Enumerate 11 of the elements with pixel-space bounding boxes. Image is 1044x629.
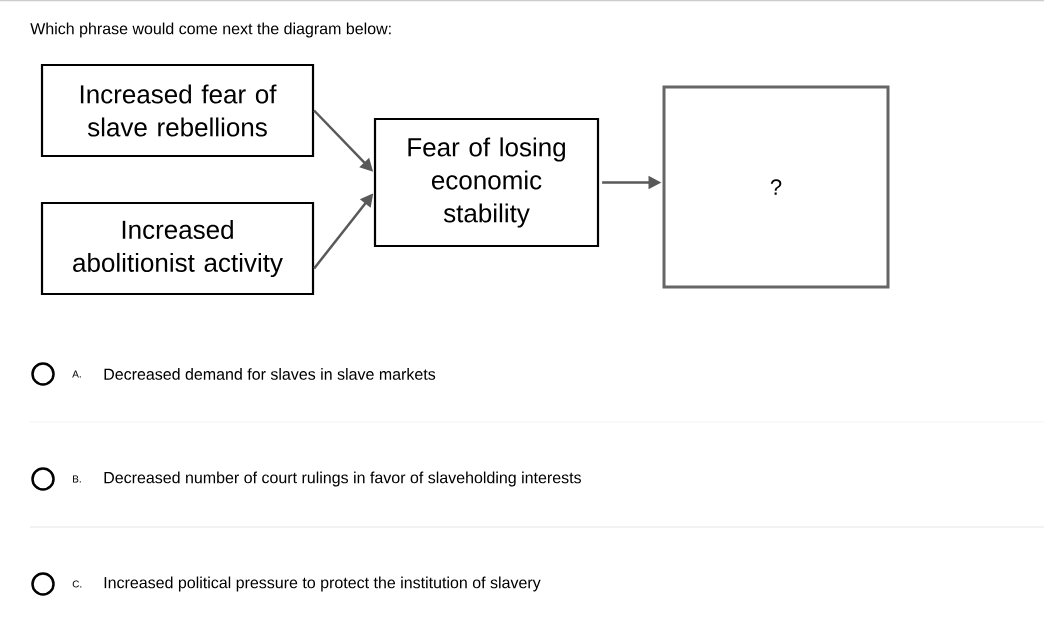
text-box: Increased fear of slave rebellions [40, 63, 315, 158]
option-text: Increased political pressure to protect the institution of slavery [104, 576, 541, 592]
option-text: Decreased number of court rulings in favor of slaveholding interests [104, 471, 581, 487]
option-letter: C. [72, 580, 82, 588]
text-box: Increased abolitionist activity [40, 201, 315, 296]
option-letter: A. [72, 370, 81, 378]
question-text: Which phrase would come next the diagram below: [30, 22, 391, 38]
text-box: Fear of losing economic stability [373, 117, 600, 248]
text-box: ? [662, 85, 890, 289]
option-letter: B. [73, 475, 81, 483]
option-text: Decreased demand for slaves in slave markets [104, 368, 436, 380]
